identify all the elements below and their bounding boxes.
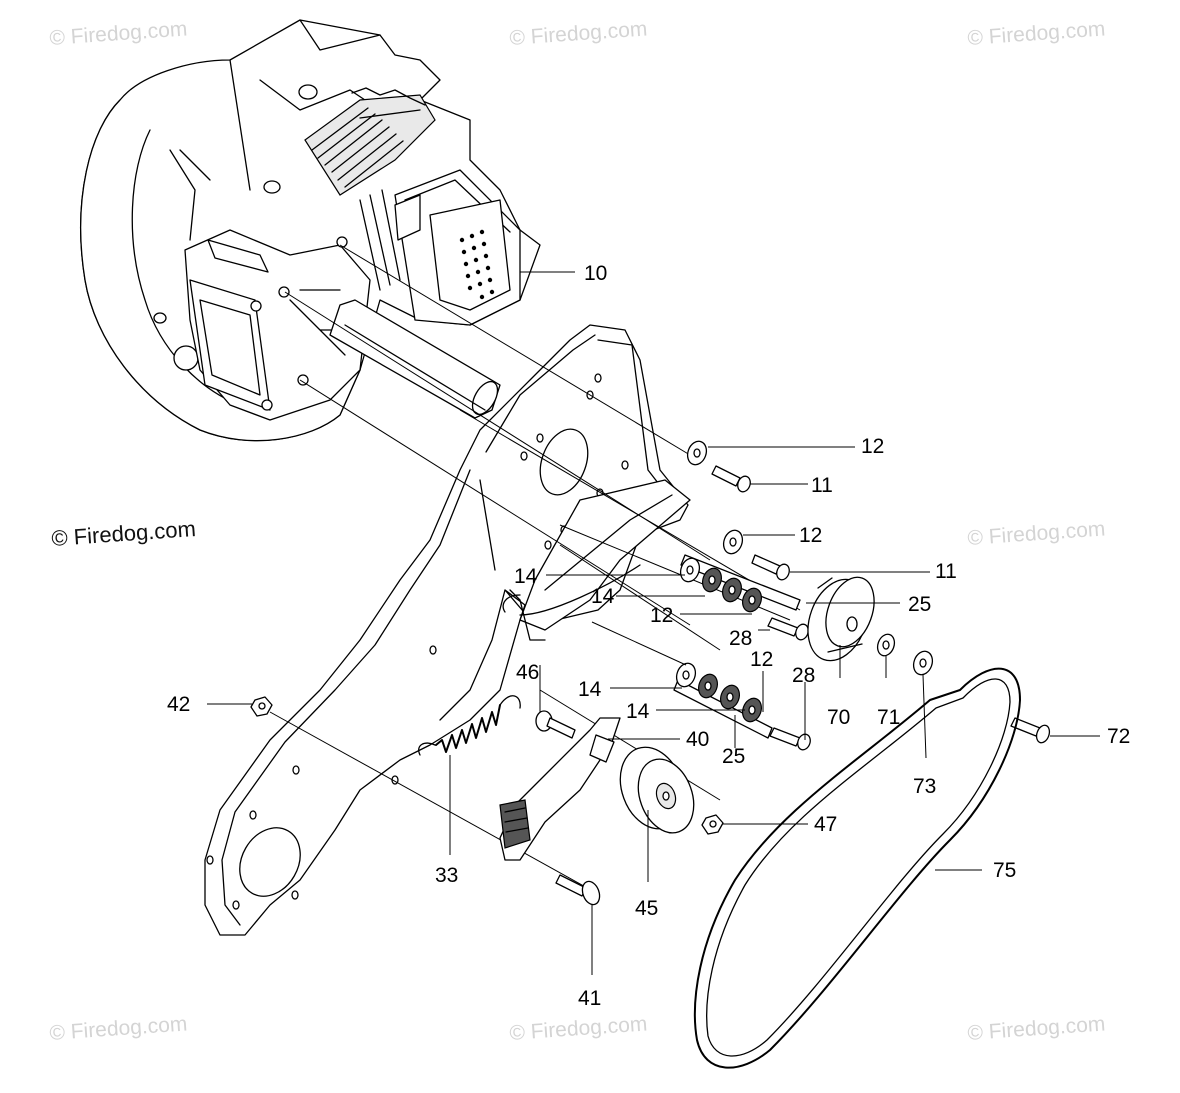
watermark-mid-right: © Firedog.com — [967, 517, 1106, 550]
callout-12a: 12 — [861, 435, 884, 458]
callout-12d: 12 — [750, 648, 773, 671]
assembly-centerlines — [269, 244, 801, 896]
washer-12-top — [686, 440, 708, 466]
bolt-72 — [1010, 717, 1051, 744]
callout-11a: 11 — [811, 474, 833, 497]
bolt-28-lower — [769, 727, 811, 751]
callout-42: 42 — [167, 693, 190, 716]
bolt-41 — [555, 874, 601, 906]
washer-71 — [876, 633, 896, 657]
callout-71: 71 — [877, 706, 900, 729]
watermark-bottom-left: © Firedog.com — [49, 1012, 188, 1045]
callout-14a: 14 — [514, 565, 538, 588]
callout-28b: 28 — [792, 664, 815, 687]
washer-73 — [912, 650, 934, 676]
washers-14-upper — [679, 557, 763, 613]
callout-14b: 14 — [591, 585, 615, 608]
idler-pulley-45 — [619, 746, 695, 834]
mounting-bracket — [204, 324, 691, 936]
callout-14d: 14 — [626, 700, 650, 723]
callout-12b: 12 — [799, 524, 822, 547]
callout-72: 72 — [1107, 725, 1130, 748]
callout-33: 33 — [435, 864, 458, 887]
nut-42 — [250, 696, 273, 717]
bolt-11-mid — [751, 554, 790, 581]
idler-arm-40 — [499, 717, 621, 861]
callout-leaders — [207, 271, 1100, 975]
pulley-70 — [807, 576, 875, 662]
callout-45: 45 — [635, 897, 658, 920]
callout-40: 40 — [686, 728, 709, 751]
watermark-bottom-right: © Firedog.com — [967, 1012, 1106, 1045]
callout-28a: 28 — [729, 627, 752, 650]
washers-14-lower — [675, 662, 763, 723]
callout-70: 70 — [827, 706, 850, 729]
bolt-46 — [535, 710, 576, 739]
nut-47 — [701, 814, 724, 835]
muffler-vent-holes — [459, 229, 495, 300]
washer-12-mid — [722, 529, 744, 555]
callout-73: 73 — [913, 775, 936, 798]
callout-25a: 25 — [908, 593, 931, 616]
callout-labels: 10 12 11 12 11 14 14 25 12 28 46 12 28 1… — [167, 262, 1130, 1010]
callout-10: 10 — [584, 262, 607, 285]
callout-12c: 12 — [650, 604, 673, 627]
spacer-25-lower — [673, 679, 773, 739]
callout-46: 46 — [516, 661, 539, 684]
watermark-top-left: © Firedog.com — [49, 17, 188, 50]
spring-33 — [418, 695, 521, 756]
callout-14c: 14 — [578, 678, 602, 701]
watermark-mid-left: © Firedog.com — [51, 516, 197, 551]
engine-assembly — [80, 19, 541, 442]
callout-75: 75 — [993, 859, 1016, 882]
bolt-11-top — [711, 465, 751, 493]
watermark-top-right: © Firedog.com — [967, 17, 1106, 50]
callout-25b: 25 — [722, 745, 745, 768]
drive-belt-75 — [693, 667, 1021, 1069]
watermark-top-center: © Firedog.com — [509, 17, 648, 50]
bolt-28-upper — [767, 617, 809, 641]
callout-11b: 11 — [935, 560, 957, 583]
callout-41: 41 — [578, 987, 601, 1010]
watermark-bottom-center: © Firedog.com — [509, 1012, 648, 1045]
callout-47: 47 — [814, 813, 837, 836]
